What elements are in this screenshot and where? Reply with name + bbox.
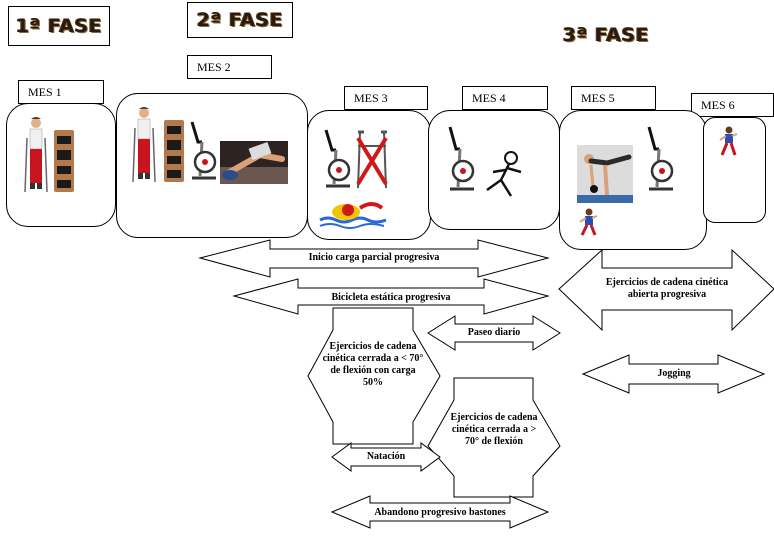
arrow-bastones [330,495,550,529]
runner-icon [579,208,598,236]
month-3-label: MES 3 [344,86,428,110]
label-cadena-abierta: Ejercicios de cadena cinética abierta pr… [605,277,729,300]
label-jogging: Jogging [657,368,691,379]
crossed-out-walker-icon [356,130,388,189]
phase-1-title: 1ª FASE [8,6,110,46]
arrow-cadena-cerrada-mas70 [427,377,561,498]
phase-2-title: 2ª FASE [187,2,293,38]
label-bicicleta: Bicicleta estática progresiva [331,292,451,303]
arrow-natacion [331,442,441,472]
label-carga-parcial: Inicio carga parcial progresiva [308,252,440,263]
label-cadena-cerrada-70: Ejercicios de cadena cinética cerrada a … [322,341,424,388]
month-4-label: MES 4 [462,86,548,110]
month-6-label: MES 6 [691,93,774,117]
label-natacion: Natación [366,451,406,462]
phase-3-title: 3ª FASE [562,24,650,46]
leg-exercise-photo-icon [220,141,288,184]
month-5-label: MES 5 [571,86,656,110]
knee-brace-icon [54,130,74,192]
walking-figure-icon [486,151,522,197]
arrow-paseo [427,315,561,351]
arrow-cadena-cerrada-70 [307,307,441,445]
exercise-bike-icon [190,121,217,180]
arrow-bicicleta [232,278,550,315]
label-cadena-cerrada-mas70: Ejercicios de cadena cinética cerrada a … [450,412,538,447]
swimmer-icon [319,202,387,229]
gym-woman-photo-icon [577,145,633,203]
exercise-bike-icon [647,126,674,191]
label-bastones: Abandono progresivo bastones [374,507,506,518]
knee-brace-icon [164,120,184,182]
man-with-crutches-icon [24,117,48,193]
runner-icon [719,126,738,156]
exercise-bike-icon [448,126,475,191]
month-5-panel [559,110,707,250]
arrow-carga-parcial [198,239,550,278]
arrow-cadena-abierta [558,248,774,332]
label-paseo: Paseo diario [467,327,521,338]
man-with-crutches-icon [132,107,156,183]
month-2-label: MES 2 [187,55,272,79]
arrow-jogging [581,354,766,394]
walker-icon [324,129,351,188]
